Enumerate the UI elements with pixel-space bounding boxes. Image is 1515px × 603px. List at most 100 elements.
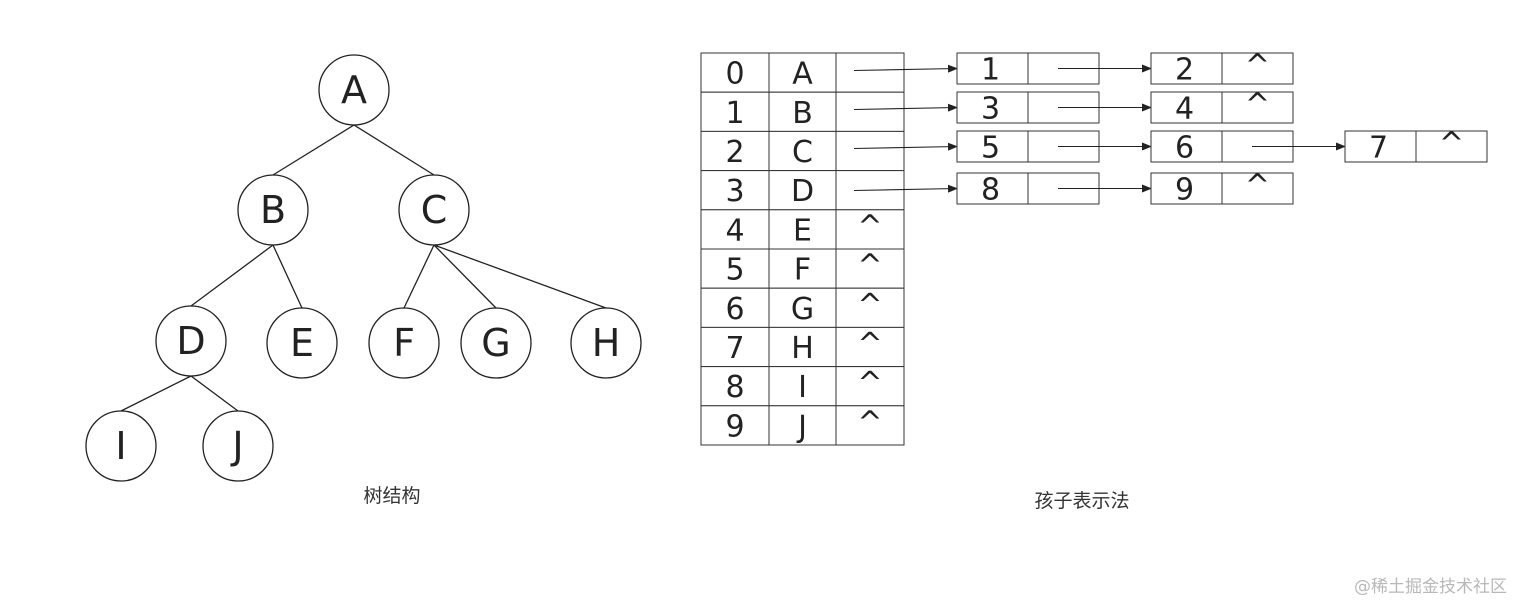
array-cell — [700, 130, 770, 172]
tree-node-circle — [237, 174, 309, 246]
tree-node-d: D — [155, 305, 227, 377]
tree-node-h: H — [570, 307, 642, 379]
tree-edge-a-c — [353, 124, 435, 176]
child-next-cell — [1221, 172, 1294, 205]
tree-node-label: J — [230, 424, 243, 468]
child-index: 3 — [981, 92, 1000, 127]
array-index: 4 — [725, 213, 744, 248]
array-cell — [835, 130, 905, 172]
pointer-arrow — [853, 184, 958, 193]
array-cell — [700, 52, 770, 93]
child-node-5: 5 — [956, 130, 1152, 166]
child-node-8: 8 — [956, 172, 1152, 208]
tree-node-circle — [398, 174, 470, 246]
tree-edge-c-g — [433, 244, 497, 309]
tree-edge-a-b — [272, 124, 355, 176]
tree-node-circle — [460, 307, 532, 379]
child-index-cell — [956, 52, 1029, 85]
child-index-cell — [1150, 172, 1223, 205]
child-index-cell — [956, 172, 1029, 205]
array-index: 3 — [725, 174, 744, 209]
child-next-cell — [1415, 130, 1488, 163]
array-cell — [835, 52, 905, 93]
child-node-1: 1 — [956, 52, 1152, 88]
null-pointer: ^ — [1439, 127, 1464, 162]
tree-node-b: B — [237, 174, 309, 246]
array-cell — [700, 248, 770, 289]
array-row-7: 7 H ^ — [700, 326, 905, 368]
array-row-5: 5 F ^ — [700, 248, 905, 289]
array-cell — [835, 91, 905, 132]
tree-node-circle — [266, 307, 338, 379]
array-data: F — [794, 253, 811, 288]
array-data: B — [792, 96, 813, 131]
array-index: 8 — [725, 370, 744, 405]
tree-node-label: E — [290, 321, 314, 365]
array-data: D — [791, 174, 814, 209]
array-data: G — [791, 292, 814, 327]
array-data: H — [791, 331, 814, 366]
tree-edge-d-i — [120, 375, 192, 412]
array-index: 0 — [725, 57, 744, 92]
tree-node-label: H — [592, 321, 621, 365]
child-index: 5 — [981, 131, 1000, 166]
array-index: 2 — [725, 135, 744, 170]
array-row-8: 8 I ^ — [700, 366, 905, 407]
child-node-6: 6 — [1150, 130, 1346, 166]
array-cell — [835, 209, 905, 250]
tree-edge-b-d — [190, 244, 274, 307]
tree-node-j: J — [202, 410, 274, 482]
array-index: 5 — [725, 253, 744, 288]
array-index: 9 — [725, 409, 744, 444]
null-pointer: ^ — [857, 209, 882, 244]
null-pointer: ^ — [857, 249, 882, 284]
child-index-cell — [1344, 130, 1417, 163]
array-index: 7 — [725, 331, 744, 366]
tree-caption: 树结构 — [363, 485, 420, 507]
tree-node-a: A — [318, 54, 390, 126]
pointer-arrow — [853, 103, 958, 112]
array-data: E — [793, 213, 812, 248]
tree-node-c: C — [398, 174, 470, 246]
tree-node-circle — [368, 307, 440, 379]
array-cell — [768, 405, 837, 446]
pointer-arrow — [853, 142, 958, 151]
tree-node-label: F — [393, 321, 415, 365]
tree-node-circle — [318, 54, 390, 126]
tree-edge-c-f — [403, 244, 435, 309]
array-data: I — [798, 370, 807, 405]
null-pointer: ^ — [857, 405, 882, 440]
array-cell — [700, 405, 770, 446]
child-index: 9 — [1175, 173, 1194, 208]
tree-node-label: A — [341, 68, 367, 112]
tree-node-circle — [155, 305, 227, 377]
array-data: C — [792, 135, 813, 170]
null-pointer: ^ — [857, 327, 882, 362]
array-cell — [700, 91, 770, 132]
tree-node-label: B — [260, 188, 286, 232]
child-index-cell — [956, 91, 1029, 124]
null-pointer: ^ — [1245, 88, 1270, 123]
child-index: 8 — [981, 173, 1000, 208]
child-list-caption: 孩子表示法 — [1034, 490, 1129, 512]
child-node-3: 3 — [956, 91, 1152, 127]
tree-node-e: E — [266, 307, 338, 379]
null-pointer: ^ — [857, 366, 882, 401]
tree-edge-b-e — [272, 244, 303, 309]
tree-node-circle — [570, 307, 642, 379]
tree-edge-c-h — [433, 244, 607, 309]
array-cell — [700, 170, 770, 211]
array-cell — [700, 326, 770, 368]
array-cell — [835, 248, 905, 289]
child-index: 6 — [1175, 131, 1194, 166]
array-index: 1 — [725, 96, 744, 131]
